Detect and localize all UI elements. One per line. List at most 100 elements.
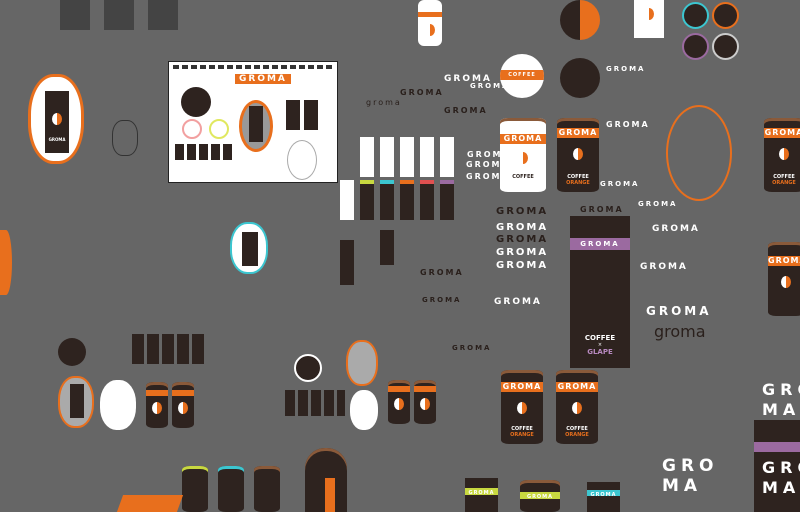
- box-large-partial: [754, 420, 800, 512]
- logo-variant: [209, 119, 229, 139]
- logo-variant: [182, 119, 202, 139]
- coffee-can[interactable]: [218, 466, 244, 512]
- rejected-logo: [58, 338, 86, 366]
- wordmark: GROMA: [494, 297, 542, 307]
- wordmark: GROMA: [496, 260, 549, 271]
- label-white: [340, 180, 354, 220]
- presentation-sheet[interactable]: GROMA: [168, 61, 338, 183]
- coffee-can[interactable]: [182, 466, 208, 512]
- wordmark: GROMA: [400, 88, 444, 97]
- coffee-can-small[interactable]: [388, 380, 410, 424]
- white-can-large[interactable]: GROMA COFFEE: [500, 118, 546, 192]
- wordmark: GROMA: [466, 160, 510, 169]
- wordmark: GROMA: [420, 268, 464, 277]
- pouch-mockup[interactable]: GROMA: [28, 74, 84, 164]
- label-dark: [360, 180, 374, 220]
- box-x: ×: [597, 342, 603, 348]
- white-can: [418, 0, 442, 46]
- outline-sketch: [287, 140, 317, 180]
- box: GROMA: [465, 478, 498, 512]
- wordmark: GROMA: [600, 180, 640, 188]
- coffee-can-small[interactable]: [146, 382, 168, 428]
- label-row: [285, 390, 345, 416]
- top-mockups: [60, 0, 190, 30]
- label-white: [360, 137, 374, 177]
- package-row: [175, 144, 233, 160]
- outline-sketch: [112, 120, 138, 156]
- wordmark: GROMA: [466, 172, 510, 181]
- pouch-brand: GROMA: [48, 137, 66, 142]
- can-mini: [304, 100, 318, 130]
- wordmark-lower: groma: [654, 322, 706, 341]
- box-flavor: GLAPE: [587, 348, 613, 356]
- wordmark: GROMA: [496, 234, 549, 245]
- wordmark: GROMA: [444, 106, 488, 115]
- white-label: [634, 0, 664, 38]
- circle-label-white: [712, 33, 739, 60]
- wordmark: GROMA: [640, 262, 688, 272]
- logo-circle: [294, 354, 322, 382]
- coffee-can-small[interactable]: [414, 380, 436, 424]
- circle-label-orange: [712, 2, 739, 29]
- wordmark: GROMA: [606, 65, 646, 73]
- wordmark: GROMA: [646, 304, 712, 318]
- label-dark: [380, 230, 394, 265]
- sheet-title: GROMA: [235, 74, 291, 84]
- coffee-can[interactable]: [254, 466, 280, 512]
- pouch-white: [100, 380, 136, 430]
- label-white: [380, 137, 394, 177]
- oval-outline: [666, 105, 732, 201]
- rejected-logo: [560, 0, 600, 40]
- wordmark: GROMA: [496, 247, 549, 258]
- pouch-mockup: [346, 340, 378, 386]
- wordmark: GROMA: [496, 206, 549, 217]
- label-dark: [400, 180, 414, 220]
- wordmark: GROMA: [606, 120, 650, 129]
- box-large[interactable]: GROMA COFFEE × GLAPE: [570, 216, 630, 368]
- stacked-logo: GROMA: [762, 458, 800, 497]
- wordmark: GROMA: [452, 344, 492, 352]
- label-white: [400, 137, 414, 177]
- label-dark: [440, 180, 454, 220]
- pouch-package: GROMA: [45, 91, 69, 153]
- pouch-mockup[interactable]: [230, 222, 268, 274]
- wordmark: GROMA: [422, 296, 462, 304]
- wordmark: GROMA: [580, 205, 624, 214]
- rejected-logo: COFFEE: [500, 54, 544, 98]
- can-mini: [286, 100, 300, 130]
- wordmark-lower: groma: [366, 98, 402, 107]
- label-dark: [420, 180, 434, 220]
- pouch-mockup: [58, 376, 94, 428]
- rejected-logo: [560, 58, 600, 98]
- label-white: [440, 137, 454, 177]
- wordmark: GROMA: [638, 200, 678, 208]
- coffee-can: GROMA: [520, 480, 560, 512]
- wordmark: GROMA: [496, 222, 549, 233]
- sheet-header-text: [173, 65, 333, 69]
- coffee-can-small[interactable]: [172, 382, 194, 428]
- pouch-white: [350, 390, 378, 430]
- pouch-partial: [0, 230, 12, 295]
- label-dark: [340, 240, 354, 285]
- stacked-logo: GROMA: [762, 380, 800, 419]
- pouch-package: [249, 106, 263, 142]
- box: GROMA: [587, 482, 620, 512]
- box-brand: GROMA: [570, 238, 630, 250]
- label-dark: [380, 180, 394, 220]
- wordmark: GROMA: [470, 82, 510, 90]
- wordmark: GROMA: [652, 224, 700, 234]
- label-row: [132, 334, 206, 364]
- coffee-can[interactable]: [305, 448, 347, 512]
- circle-label-teal: [682, 2, 709, 29]
- wordmark: GROMA: [444, 74, 492, 84]
- rejected-logo: [181, 87, 211, 117]
- wordmark: GROMA: [467, 150, 511, 159]
- coffee-can[interactable]: GROMA: [768, 242, 800, 316]
- label-white: [420, 137, 434, 177]
- box-partial: [116, 495, 184, 512]
